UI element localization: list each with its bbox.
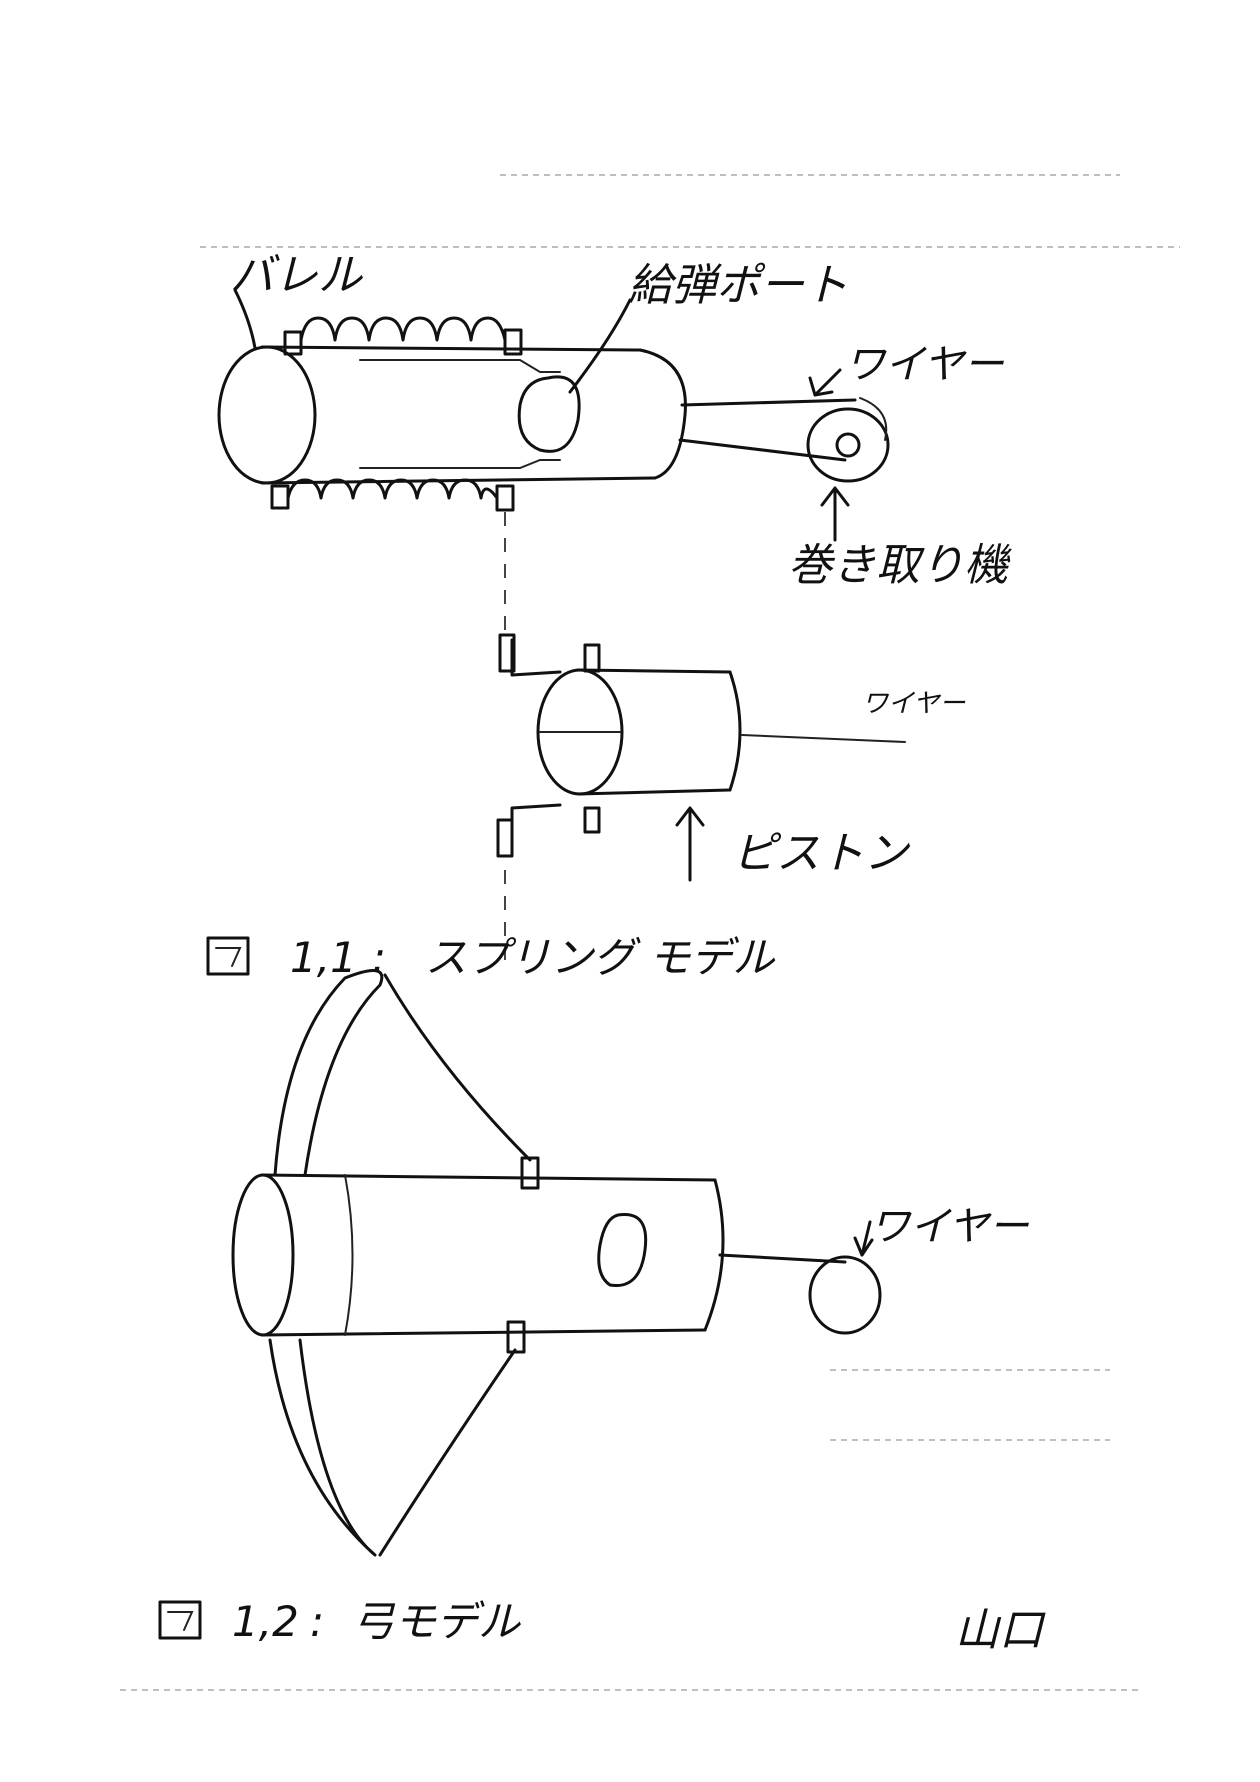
label-bow-wire: ワイヤー <box>870 1204 1030 1250</box>
caption-title: スプリング モデル <box>425 933 775 982</box>
label-wire-piston: ワイヤー <box>862 689 966 719</box>
barrel-tube <box>217 345 687 485</box>
figure-bow-model: ワイヤー 1,2 : 弓モデル <box>158 969 1030 1646</box>
bow-wire <box>718 1253 847 1264</box>
arrow-feed-port <box>568 298 632 394</box>
caption-number-2: 1,2 <box>232 1597 299 1646</box>
bottom-spring <box>270 478 515 512</box>
winder-reel <box>806 407 890 483</box>
arrow-bow-wire <box>860 1220 872 1257</box>
scan-artifact-lines <box>120 174 1180 1691</box>
top-spring <box>283 316 523 356</box>
label-barrel: バレル <box>230 250 363 301</box>
figure-spring-model: バレル 給弾ポート ワイヤー 巻き取り機 ワイヤー ピストン 1,1 : スプリ… <box>206 250 1012 982</box>
caption-separator-2: : <box>310 1597 324 1646</box>
bow-limb-upper <box>273 969 384 1177</box>
label-wire-top: ワイヤー <box>845 342 1005 388</box>
label-winder: 巻き取り機 <box>788 540 1012 591</box>
bow-string-lower <box>378 1348 517 1557</box>
arrow-barrel <box>233 288 257 350</box>
label-feed-port: 給弾ポート <box>628 260 848 311</box>
wire-and-winder <box>678 397 890 483</box>
figure-caption-1: 1,1 : スプリング モデル <box>206 933 775 982</box>
bow-limb-lower <box>268 1338 377 1557</box>
piston <box>496 633 906 858</box>
caption-number: 1,1 <box>290 933 357 982</box>
author-signature: 山口 <box>955 1605 1046 1656</box>
arrow-wire-top <box>813 368 842 397</box>
bow-winder <box>808 1255 882 1335</box>
bow-barrel <box>231 1156 725 1354</box>
feed-port <box>517 375 581 453</box>
figure-caption-2: 1,2 : 弓モデル <box>158 1597 521 1646</box>
caption-title-2: 弓モデル <box>352 1597 521 1646</box>
bow-string-upper <box>383 973 532 1162</box>
label-piston: ピストン <box>732 828 911 879</box>
